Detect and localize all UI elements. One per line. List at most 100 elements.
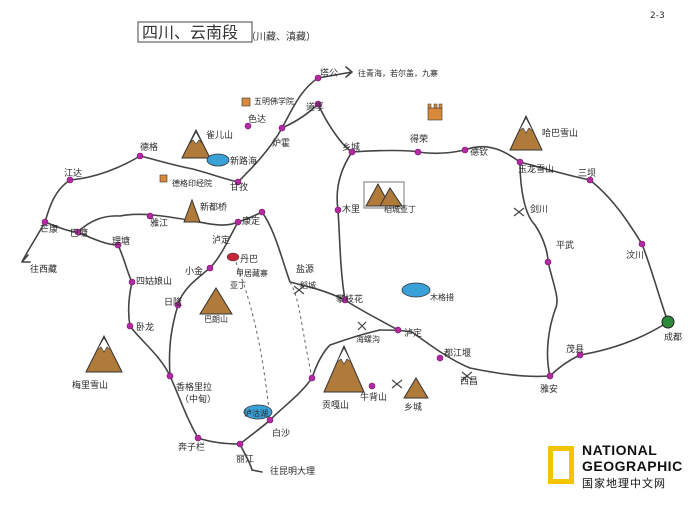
label-daofu: 道孚 <box>306 101 324 113</box>
title-frame <box>137 21 253 43</box>
label-lugu-lake: 泸沽湖 <box>244 408 268 418</box>
map-subtitle: （川藏、滇藏） <box>246 30 316 43</box>
label-yanyuan: 盐源 <box>296 263 314 275</box>
label-to-tibet: 往西藏 <box>30 263 57 275</box>
label-tagong: 塔公 <box>320 67 338 79</box>
label-daocheng-yading: 稻城亚丁 <box>384 204 416 214</box>
pass-markers <box>293 207 525 389</box>
mountain-icon <box>181 128 211 159</box>
label-maoxian: 茂县 <box>566 343 584 355</box>
temple-icon <box>241 97 251 107</box>
page-number: 2-3 <box>650 11 665 21</box>
arrow-to-tibet <box>21 221 46 263</box>
map-title: 四川、云南段 <box>142 23 238 42</box>
label-haba: 哈巴雪山 <box>542 127 578 139</box>
label-jiaju: 甲居藏寨 <box>236 268 268 278</box>
label-zhongdian: （中甸） <box>180 393 216 405</box>
lake-icon <box>401 282 431 298</box>
label-kangding-east: 泸定 <box>404 327 422 339</box>
route-west <box>44 221 241 445</box>
label-xiaojin: 小金 <box>185 265 203 277</box>
label-xinduqiao: 新都桥 <box>200 201 227 213</box>
label-to-kunming: 往昆明大理 <box>270 465 315 477</box>
label-yulong: 玉龙雪山 <box>518 163 554 175</box>
label-sedai: 色达 <box>248 113 266 125</box>
label-yajiang: 雅江 <box>150 217 168 229</box>
label-gongga: 贡嘎山 <box>322 400 349 411</box>
national-geographic-logo: NATIONAL GEOGRAPHIC 国家地理中文网 <box>548 442 698 492</box>
label-shangri-la: 香格里拉 <box>176 381 212 393</box>
lake-icon <box>243 404 273 420</box>
label-balang: 巴朗山 <box>204 314 228 324</box>
mountain-icon <box>323 344 365 393</box>
label-jiangda: 江达 <box>64 167 82 179</box>
label-xichang: 西昌 <box>460 376 478 387</box>
label-daocheng: 稻城 <box>300 280 316 290</box>
mountain-icon <box>509 114 543 151</box>
route-east <box>351 145 669 323</box>
route-daocheng <box>168 221 239 377</box>
label-kangding: 康定 <box>242 215 260 227</box>
label-xiangcheng: 乡城 <box>342 142 360 153</box>
mountain-icon <box>199 287 233 315</box>
route-mid <box>261 211 346 301</box>
label-chengdu: 成都 <box>664 331 682 343</box>
label-meili: 梅里雪山 <box>72 379 108 391</box>
label-yading: 亚丁 <box>230 281 246 290</box>
logo-line-3: 国家地理中文网 <box>582 477 666 490</box>
label-danba: 丹巴 <box>240 254 258 265</box>
label-xinduqiao-east: 攀枝花 <box>336 293 363 305</box>
label-dege: 德格 <box>140 141 158 153</box>
label-jianchuan: 剑川 <box>530 203 548 215</box>
mountain-icon <box>85 334 123 373</box>
mountain-icon <box>403 377 429 399</box>
logo-line-2: GEOGRAPHIC <box>582 458 683 474</box>
mountain-icon <box>363 181 405 209</box>
label-muge: 木格措 <box>430 292 454 302</box>
arrow-to-qinghai <box>317 66 353 79</box>
label-hailuogou: 海螺沟 <box>356 334 380 344</box>
label-wenchuan: 汶川 <box>626 249 644 261</box>
label-dujiangyan: 都江堰 <box>444 348 471 359</box>
label-rilong: 日隆 <box>164 296 182 308</box>
castle-icon <box>427 103 443 121</box>
label-deqin: 德钦 <box>470 146 488 158</box>
label-lijiang: 丽江 <box>236 454 254 465</box>
logo-line-1: NATIONAL <box>582 442 658 458</box>
label-xinlu-hai: 新路海 <box>230 155 257 167</box>
mountain-icon <box>183 198 201 223</box>
chengdu-marker-icon <box>661 315 675 329</box>
label-to-qinghai: 往青海，若尔盖，九寨 <box>358 68 438 78</box>
label-niubei: 牛背山 <box>360 391 387 403</box>
label-xiangcheng2: 乡城 <box>404 402 422 413</box>
label-batang: 巴塘 <box>70 227 88 239</box>
label-dege-print: 德格印经院 <box>172 178 212 188</box>
label-sanba: 三坝 <box>578 168 596 179</box>
arrow-to-kunming <box>251 469 263 473</box>
yellow-frame-icon <box>548 446 574 484</box>
label-pingwu: 平武 <box>556 239 574 251</box>
label-queer-shan: 雀儿山 <box>206 129 233 141</box>
label-litang: 理塘 <box>112 235 130 247</box>
label-mangkang: 芒康 <box>40 223 58 235</box>
dashed-path-1 <box>235 261 271 421</box>
route-east-loop <box>519 161 558 377</box>
label-wumingfoxueyuan: 五明佛学院 <box>254 96 294 106</box>
red-marker-icon <box>226 252 240 262</box>
label-derong: 得荣 <box>410 133 428 145</box>
label-ganzi: 甘孜 <box>230 181 248 193</box>
temple-icon <box>159 174 168 183</box>
town-dots <box>41 74 646 448</box>
label-benzilan: 奔子栏 <box>178 441 205 453</box>
label-luhuo: 炉霍 <box>272 137 290 149</box>
label-wolong: 卧龙 <box>136 321 154 333</box>
lake-icon <box>206 153 230 167</box>
label-siguniang: 四姑娘山 <box>136 275 172 287</box>
route-southeast <box>379 321 669 378</box>
label-baisha: 白沙 <box>272 427 290 439</box>
label-luding: 泸定 <box>212 234 230 246</box>
dashed-path-2 <box>289 281 313 379</box>
label-yaan: 雅安 <box>540 383 558 395</box>
label-muli: 木里 <box>342 203 360 215</box>
